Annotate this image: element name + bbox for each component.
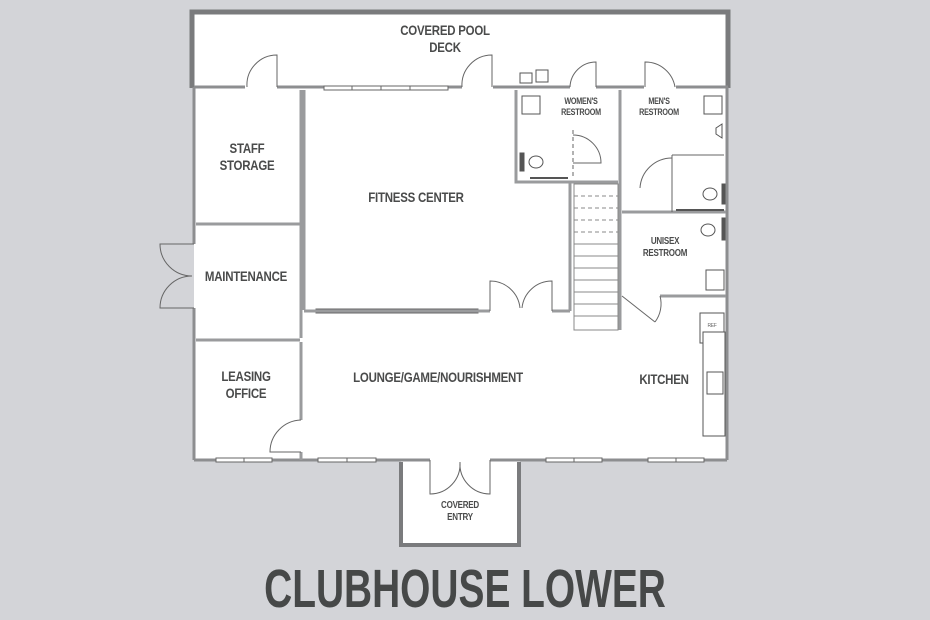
room-label-line: ENTRY [447, 512, 473, 523]
room-label-line: STORAGE [219, 156, 275, 173]
room-label-line: FITNESS CENTER [368, 189, 464, 205]
room-label-maintenance: MAINTENANCE [205, 268, 287, 285]
pool-deck-outer-wall [189, 9, 731, 88]
room-label-line: MAINTENANCE [204, 268, 288, 284]
fixture-label-refrigerator: REF [707, 323, 717, 329]
fixtures [519, 69, 726, 437]
room-label-staff-storage: STAFF STORAGE [220, 140, 275, 174]
stairs [573, 183, 619, 331]
room-label-line: WOMEN'S [564, 96, 598, 106]
room-label-leasing-office: LEASING OFFICE [221, 368, 271, 402]
room-label-mens-restroom: MEN'S RESTROOM [639, 96, 679, 118]
room-label-line: LEASING [221, 368, 271, 384]
room-label-line: LOUNGE/GAME/NOURISHMENT [353, 369, 523, 385]
room-label-line: RESTROOM [642, 248, 688, 259]
doors [159, 54, 724, 495]
room-label-kitchen: KITCHEN [639, 371, 689, 388]
exterior-left-strip [190, 88, 194, 460]
room-label-lounge: LOUNGE/GAME/NOURISHMENT [353, 369, 523, 386]
room-label-line: STAFF [229, 140, 265, 156]
room-label-line: DECK [429, 38, 461, 55]
plan-title: CLUBHOUSE LOWER [264, 559, 666, 619]
room-label-line: OFFICE [225, 384, 267, 401]
room-label-line: MEN'S [648, 96, 670, 106]
room-label-line: UNISEX [650, 236, 680, 247]
covered-entry-wall [399, 462, 521, 547]
interior-walls [196, 90, 726, 460]
room-label-covered-entry: COVERED ENTRY [441, 500, 479, 524]
room-label-line: KITCHEN [639, 371, 689, 387]
room-label-line: RESTROOM [639, 106, 679, 117]
room-label-line: RESTROOM [561, 106, 601, 117]
room-label-fitness-center: FITNESS CENTER [368, 189, 464, 206]
room-label-unisex-restroom: UNISEX RESTROOM [642, 236, 688, 260]
room-label-line: COVERED [441, 500, 479, 511]
room-label-womens-restroom: WOMEN'S RESTROOM [561, 96, 601, 118]
room-label-line: COVERED POOL [400, 22, 490, 38]
room-label-covered-pool-deck: COVERED POOL DECK [400, 22, 490, 56]
